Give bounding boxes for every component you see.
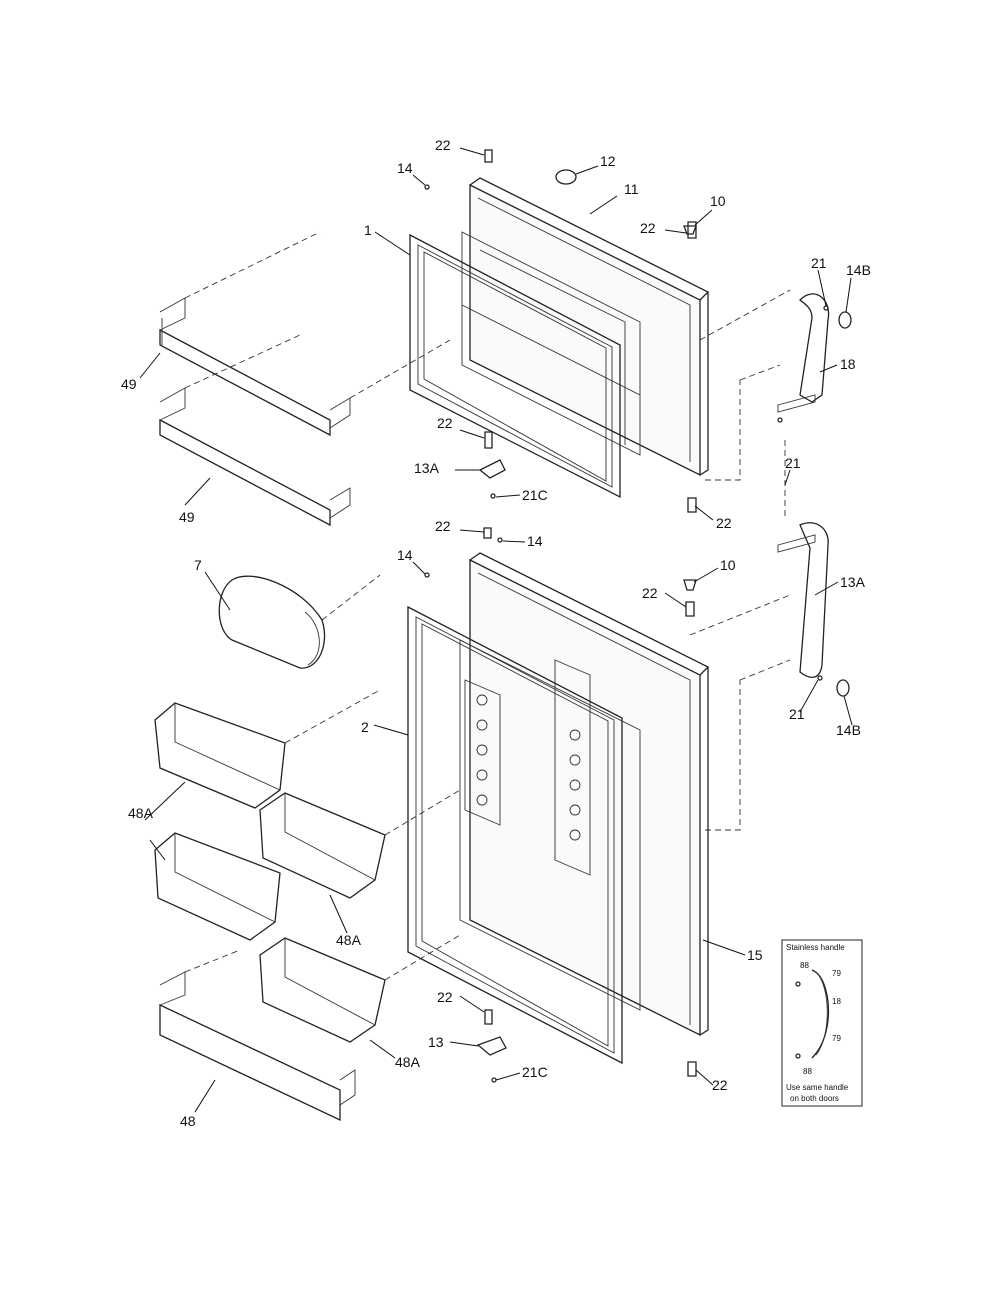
callout-labels: 22 12 14 11 10 22 1 21 14B 18 49 22 13A … [121,137,871,1129]
hardware-pieces [424,149,852,1083]
inset-label-88: 88 [800,961,809,970]
inset-title: Stainless handle [786,943,845,952]
callout-48: 48 [180,1113,196,1129]
door-bin-left-upper [154,689,381,809]
door-bin-left-lower [154,832,281,941]
callout-13a: 13A [414,460,440,476]
callout-11: 11 [624,181,639,197]
callout-10: 10 [710,193,726,209]
callout-14: 14 [527,533,543,549]
callout-22: 22 [435,518,451,534]
callout-21c: 21C [522,487,548,503]
callout-48a: 48A [336,932,362,948]
door-bin-center-lower [259,934,461,1043]
fresh-food-door-handle [689,522,829,681]
inset-label-79: 79 [832,969,841,978]
inset-label-88: 88 [803,1067,812,1076]
callout-1: 1 [364,222,372,238]
callout-48a: 48A [395,1054,421,1070]
inset-note-line1: Use same handle [786,1083,849,1092]
callout-22: 22 [716,515,732,531]
assembly-lines-right [705,380,786,831]
callout-14: 14 [397,160,413,176]
freezer-door-shelf-upper [159,231,451,437]
callout-18: 18 [840,356,856,372]
callout-22: 22 [712,1077,728,1093]
callout-10: 10 [720,557,736,573]
callout-13a: 13A [840,574,866,590]
inset-note-line2: on both doors [790,1094,839,1103]
fresh-food-door-outer-panel [459,552,710,1037]
callout-7: 7 [194,557,202,573]
inset-label-18: 18 [832,997,841,1006]
leader-lines [139,147,853,1113]
freezer-door-outer-panel [461,177,710,477]
callout-21: 21 [789,706,805,722]
callout-21: 21 [811,255,827,271]
callout-48a: 48A [128,805,154,821]
callout-2: 2 [361,719,369,735]
callout-22: 22 [437,989,453,1005]
callout-22: 22 [642,585,658,601]
inset-label-79: 79 [832,1034,841,1043]
callout-49: 49 [179,509,195,525]
callout-22: 22 [640,220,656,236]
callout-15: 15 [747,947,763,963]
freezer-door-gasket [409,233,621,499]
callout-21c: 21C [522,1064,548,1080]
door-bin-center-upper [259,789,461,899]
door-shelf-bottom [159,949,356,1122]
callout-14b: 14B [836,722,861,738]
freezer-door-shelf-lower [159,334,351,527]
callout-49: 49 [121,376,137,392]
callout-12: 12 [600,153,616,169]
callout-14b: 14B [846,262,871,278]
dairy-container [218,574,381,669]
fresh-food-door-gasket [407,605,623,1065]
callout-22: 22 [435,137,451,153]
callout-21: 21 [785,455,801,471]
stainless-handle-inset: Stainless handle 88 79 18 79 88 Use same… [781,939,863,1107]
callout-22: 22 [437,415,453,431]
door-shelf-pegs [476,694,581,841]
freezer-door-handle [699,289,830,413]
callout-14: 14 [397,547,413,563]
callout-13: 13 [428,1034,444,1050]
